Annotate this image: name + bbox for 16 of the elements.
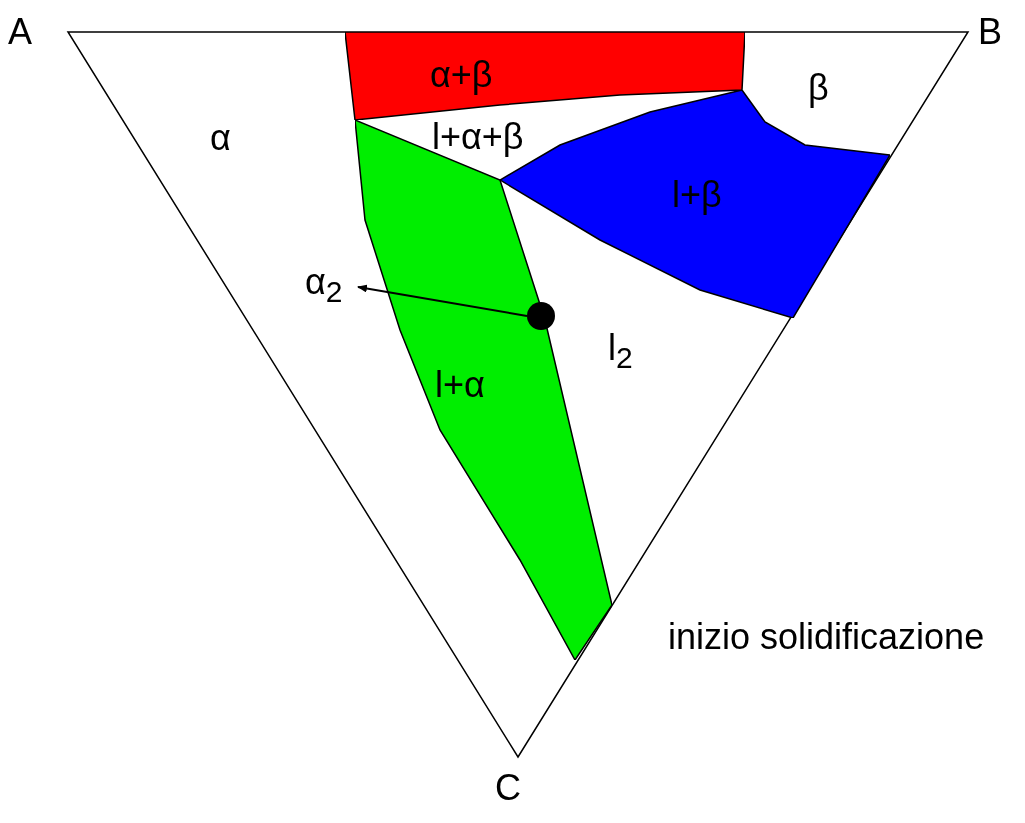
phase-region bbox=[345, 32, 745, 120]
corner-label: B bbox=[978, 12, 1002, 52]
region-label: l+α bbox=[435, 365, 485, 405]
arrow bbox=[357, 284, 528, 317]
phase-label: l+α+β bbox=[432, 117, 524, 157]
phase-region bbox=[355, 120, 612, 660]
corner-label: C bbox=[495, 768, 521, 808]
phase-label: α$_{2}$ bbox=[305, 262, 343, 309]
region-label: l+β bbox=[672, 175, 722, 215]
phase-label: β bbox=[808, 68, 829, 108]
corner-label: A bbox=[8, 12, 32, 52]
point-marker bbox=[527, 302, 555, 330]
phase-label: l$_{2}$ bbox=[608, 328, 633, 375]
region-label: α+β bbox=[430, 55, 493, 95]
note-text: inizio solidificazione bbox=[668, 615, 986, 659]
phase-label: α bbox=[210, 118, 231, 158]
